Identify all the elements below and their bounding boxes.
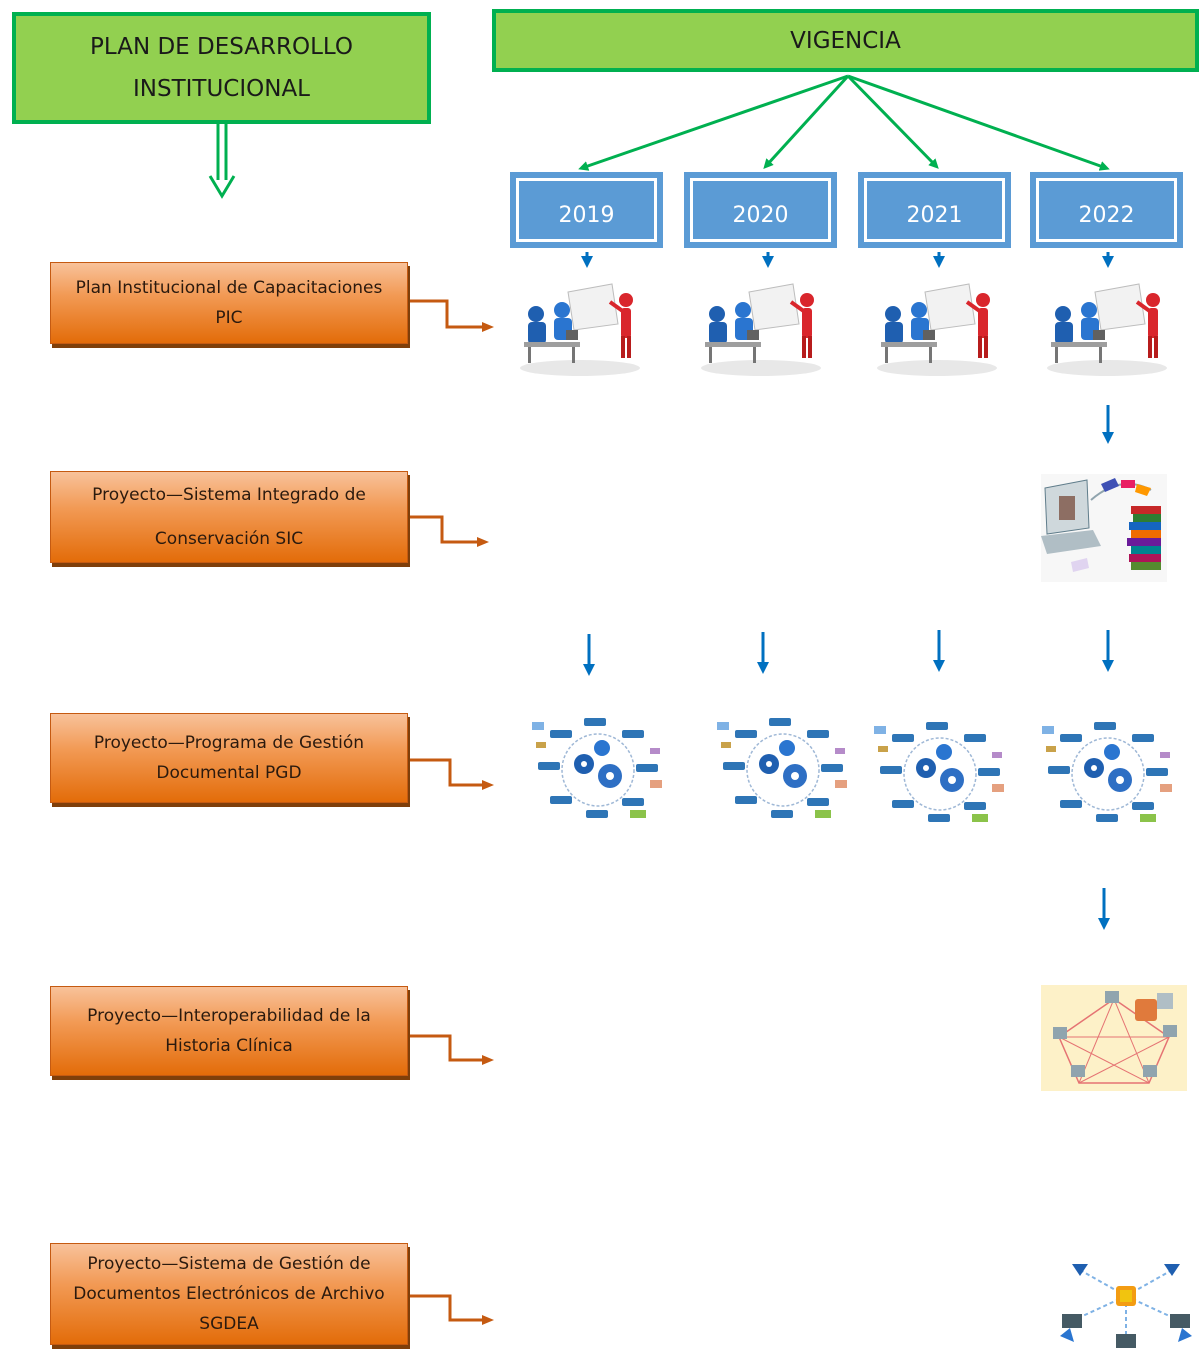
gears-process-cycle-icon-2022 bbox=[1041, 721, 1173, 823]
project-label: Proyecto—Interoperabilidad de la Histori… bbox=[87, 1006, 371, 1056]
vigencia-title: VIGENCIA bbox=[790, 27, 901, 54]
year-label: 2021 bbox=[864, 178, 1005, 242]
project-box-interoperabilidad: Proyecto—Interoperabilidad de la Histori… bbox=[50, 986, 408, 1076]
gears-process-cycle-icon-2021 bbox=[873, 721, 1005, 823]
year-label: 2022 bbox=[1036, 178, 1177, 242]
year-label: 2020 bbox=[690, 178, 831, 242]
classroom-training-icon-2022 bbox=[1045, 282, 1169, 378]
row-down-arrows bbox=[583, 405, 1114, 930]
gears-process-cycle-icon-2019 bbox=[531, 717, 663, 819]
project-label: Plan Institucional de Capacitaciones PIC bbox=[75, 278, 383, 328]
plan-desarrollo-title: PLAN DE DESARROLLO INSTITUCIONAL bbox=[90, 34, 353, 102]
year-box-2019: 2019 bbox=[510, 172, 663, 248]
project-connectors bbox=[402, 299, 494, 1325]
vigencia-fan-arrows bbox=[578, 74, 1110, 171]
project-box-sic: Proyecto—Sistema Integrado de Conservaci… bbox=[50, 471, 408, 563]
project-box-pgd: Proyecto—Programa de Gestión Documental … bbox=[50, 713, 408, 803]
year-down-arrows bbox=[581, 252, 1114, 268]
books-laptop-icon bbox=[1041, 474, 1167, 582]
project-label: Proyecto—Sistema Integrado de Conservaci… bbox=[92, 485, 366, 549]
gears-process-cycle-icon-2020 bbox=[716, 717, 848, 819]
year-label: 2019 bbox=[516, 178, 657, 242]
classroom-training-icon-2020 bbox=[699, 282, 823, 378]
network-hub-icon bbox=[1060, 1264, 1192, 1348]
project-label: Proyecto—Programa de Gestión Documental … bbox=[93, 733, 365, 783]
project-label: Proyecto—Sistema de Gestión de Documento… bbox=[73, 1254, 385, 1334]
network-pentagon-icon bbox=[1041, 985, 1187, 1091]
plan-down-arrow bbox=[208, 124, 236, 199]
classroom-training-icon-2019 bbox=[518, 282, 642, 378]
year-box-2022: 2022 bbox=[1030, 172, 1183, 248]
project-box-pic: Plan Institucional de Capacitaciones PIC bbox=[50, 262, 408, 344]
year-box-2021: 2021 bbox=[858, 172, 1011, 248]
project-box-sgdea: Proyecto—Sistema de Gestión de Documento… bbox=[50, 1243, 408, 1345]
year-box-2020: 2020 bbox=[684, 172, 837, 248]
vigencia-box: VIGENCIA bbox=[492, 9, 1199, 72]
plan-desarrollo-box: PLAN DE DESARROLLO INSTITUCIONAL bbox=[12, 12, 431, 124]
classroom-training-icon-2021 bbox=[875, 282, 999, 378]
